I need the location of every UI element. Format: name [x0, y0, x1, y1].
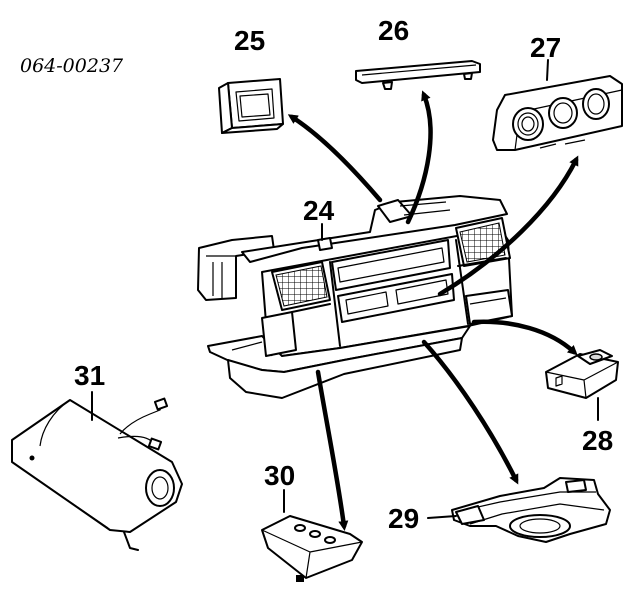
arrow-to-28 [471, 319, 578, 356]
callout-26: 26 [378, 15, 409, 46]
part-25-bezel [218, 78, 284, 134]
part-24-instrument-panel [197, 195, 513, 399]
callout-29: 29 [388, 503, 419, 534]
leader-29 [427, 515, 457, 519]
part-31-airbag-module [11, 397, 183, 551]
part-27-gauge-bezel [492, 75, 623, 151]
part-26-trim-strip [355, 60, 481, 90]
part-28-switch-housing [545, 349, 619, 399]
part-30-switch-panel [261, 515, 363, 582]
callout-27: 27 [530, 32, 561, 63]
arrow-to-30 [315, 369, 349, 531]
arrow-to-29 [421, 339, 519, 485]
leader-27 [546, 59, 549, 81]
reference-code: 064-00237 [20, 55, 124, 77]
arrow-to-25 [287, 114, 383, 203]
arrow-to-27 [437, 155, 579, 297]
arrow-to-26 [405, 90, 433, 225]
callout-31: 31 [74, 360, 105, 391]
callout-25: 25 [234, 25, 265, 56]
callout-30: 30 [264, 460, 295, 491]
part-29-console-bracket [451, 477, 611, 543]
callout-24: 24 [303, 195, 335, 226]
callout-28: 28 [582, 425, 613, 456]
